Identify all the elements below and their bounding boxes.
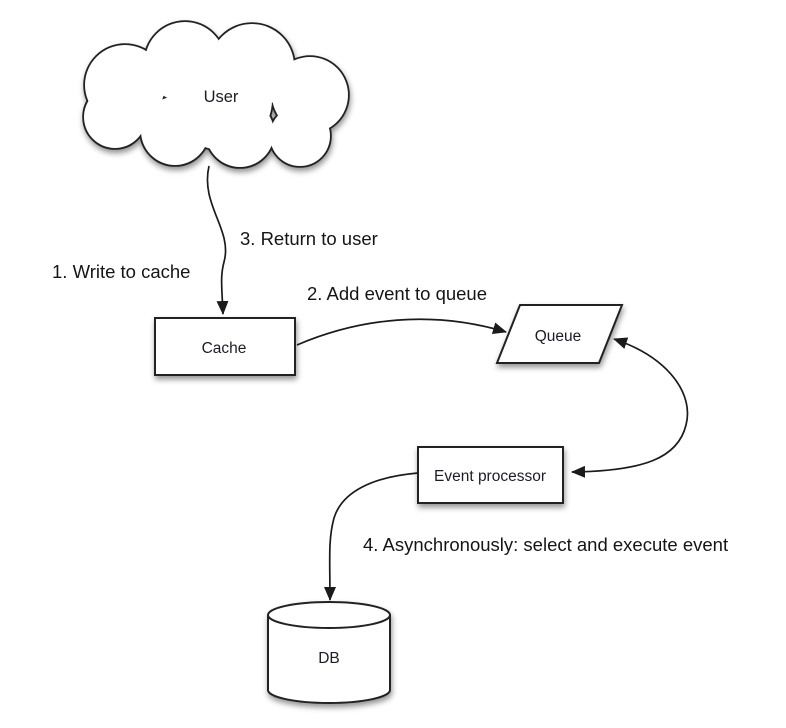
label-step-3-return-to-user: 3. Return to user: [240, 228, 378, 249]
cloud-body: [84, 22, 348, 167]
arrow-cache-to-queue: [296, 318, 507, 346]
event-processor-node-label: Event processor: [434, 468, 546, 485]
cache-node: [154, 317, 296, 376]
cache-box: [154, 317, 296, 376]
arrow-event-processor-to-db: [323, 472, 419, 601]
label-step-1-write-to-cache: 1. Write to cache: [52, 261, 190, 282]
arrow-user-to-cache: [206, 165, 229, 315]
user-node-label: User: [204, 88, 239, 106]
arrow-queue-event-processor-bidirectional: [571, 337, 689, 478]
user-cloud-node: [82, 20, 350, 169]
event-processor-node: [417, 446, 564, 504]
db-cylinder-top: [267, 601, 391, 629]
db-node-label: DB: [318, 650, 340, 667]
db-node: [267, 601, 391, 704]
queue-node-label: Queue: [535, 328, 582, 345]
cache-node-label: Cache: [202, 340, 247, 357]
label-step-2-add-event-to-queue: 2. Add event to queue: [307, 283, 487, 304]
event-processor-box: [417, 446, 564, 504]
label-step-4-asynchronously-select-execute: 4. Asynchronously: select and execute ev…: [363, 534, 728, 555]
